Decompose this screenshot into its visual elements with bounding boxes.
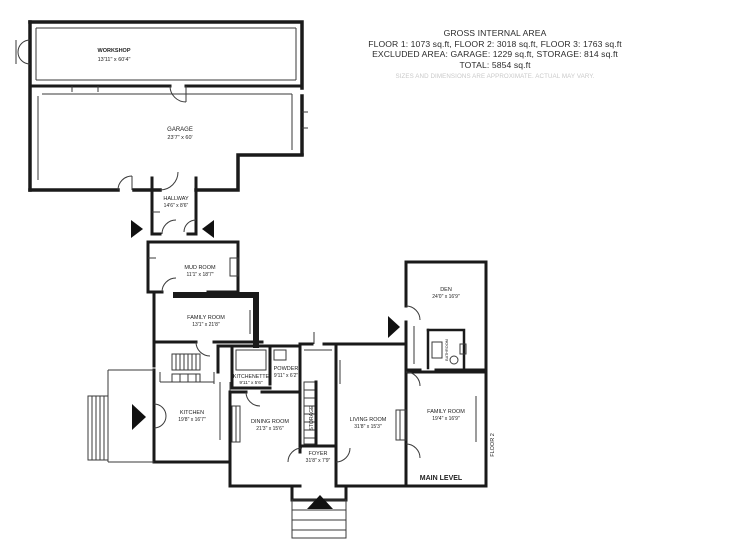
family-room-2-walls — [404, 370, 488, 488]
level-arrow-left-icon — [131, 220, 143, 238]
family-room-1-size: 13'1" x 21'8" — [192, 322, 220, 328]
hallway-name: HALLWAY — [163, 196, 189, 202]
workshop-name: WORKSHOP — [98, 48, 131, 54]
level-arrow-right-icon — [202, 220, 214, 238]
workshop-garage-block — [15, 20, 308, 192]
foyer-size: 31'8" x 7'9" — [306, 458, 331, 464]
front-entry-arrow-icon — [307, 495, 333, 509]
kitchenette-name: KITCHENETTE — [233, 374, 270, 380]
den-level-arrow-icon — [388, 316, 400, 338]
living-room-size: 31'8" x 15'3" — [354, 424, 382, 430]
area-summary: GROSS INTERNAL AREA FLOOR 1: 1073 sq.ft,… — [330, 28, 660, 83]
dining-room-name: DINING ROOM — [251, 419, 289, 425]
mud-room-name: MUD ROOM — [184, 265, 216, 271]
hallway-size: 14'6" x 8'6" — [164, 203, 189, 209]
family-room-1-name: FAMILY ROOM — [187, 315, 225, 321]
den-name: DEN — [440, 287, 452, 293]
area-floors: FLOOR 1: 1073 sq.ft, FLOOR 2: 3018 sq.ft… — [368, 38, 622, 49]
storage-name: STORAGE — [309, 405, 315, 431]
living-room-walls — [334, 342, 408, 488]
garage-size: 23'7" x 60' — [167, 135, 192, 141]
front-steps — [290, 486, 348, 539]
powder-size: 9'11" x 6'2" — [274, 373, 298, 379]
dining-room-walls — [228, 390, 302, 488]
garage-name: GARAGE — [167, 127, 193, 133]
kitchenette-size: 9'11" x 5'6" — [239, 380, 263, 386]
stairs-small — [171, 353, 201, 383]
kitchen-walls — [87, 368, 232, 464]
workshop-size: 13'11" x 60'4" — [98, 57, 131, 63]
den-walls — [404, 260, 488, 372]
bathroom-name: BATHROOM — [445, 339, 449, 361]
floor-marker: FLOOR 2 — [490, 433, 496, 457]
area-total: TOTAL: 5854 sq.ft — [459, 59, 531, 70]
foyer-name: FOYER — [309, 451, 328, 457]
dining-room-size: 21'3" x 15'6" — [256, 426, 284, 432]
powder-name: POWDER — [274, 366, 299, 372]
area-disclaimer: SIZES AND DIMENSIONS ARE APPROXIMATE. AC… — [395, 73, 595, 80]
den-size: 24'0" x 16'9" — [432, 294, 460, 300]
hallway-walls — [150, 176, 198, 236]
living-room-name: LIVING ROOM — [350, 417, 387, 423]
area-heading: GROSS INTERNAL AREA — [443, 28, 547, 38]
kitchen-entry-arrow-icon — [132, 404, 146, 430]
family-room-2-size: 19'4" x 16'9" — [432, 416, 460, 422]
kitchen-size: 19'8" x 16'7" — [178, 417, 206, 423]
main-level-label: MAIN LEVEL — [420, 475, 463, 482]
mud-room-size: 11'1" x 18'7" — [186, 272, 213, 278]
family-room-1-walls — [152, 292, 264, 368]
area-excluded: EXCLUDED AREA: GARAGE: 1229 sq.ft, STORA… — [372, 49, 618, 59]
family-room-2-name: FAMILY ROOM — [427, 409, 465, 415]
kitchen-name: KITCHEN — [180, 410, 204, 416]
